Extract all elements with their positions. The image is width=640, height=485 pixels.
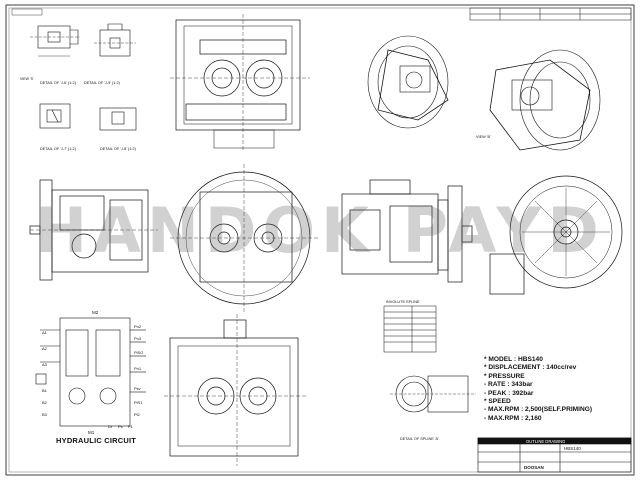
hydraulic-circuit-diagram: [35, 317, 146, 427]
detail-label-j8: DETAIL OF 'J-8' (1:2): [100, 147, 137, 151]
spec-max-rpm: - MAX.RPM : 2,160: [484, 414, 542, 422]
port-left-5: B3: [42, 412, 48, 417]
involute-spline-label: INVOLUTE SPLINE: [386, 300, 420, 304]
title-block-name: HBS140: [564, 446, 581, 451]
spec-rate: - RATE : 343bar: [484, 381, 533, 389]
port-right-3: Pn1: [134, 366, 142, 371]
port-left-0: A1: [42, 330, 48, 335]
port-right-4: Psv: [134, 386, 141, 391]
title-block-heading: OUTLINE DRAWING: [526, 439, 565, 444]
pump-front-view: [170, 164, 320, 312]
port-m1: M1: [88, 430, 95, 435]
spec-model: * MODEL : HBS140: [484, 356, 543, 363]
spec-max-rpm-self: - MAX.RPM : 2,500(SELF.PRIMING): [484, 406, 593, 414]
isometric-view-2: [489, 49, 601, 151]
view-s-label: VIEW 'S': [20, 77, 34, 81]
view-b-label: VIEW 'B': [476, 135, 491, 139]
title-block-company: DOOSAN: [524, 465, 544, 470]
detail-label-j6: DETAIL OF 'J-6' (1:2): [40, 81, 77, 85]
port-left-2: A3: [42, 362, 48, 367]
isometric-view-1: [367, 35, 449, 129]
spec-displacement: * DISPLACEMENT : 140cc/rev: [484, 364, 577, 372]
port-right-0: Pn2: [134, 324, 142, 329]
involute-spline-table: [383, 305, 437, 353]
detail-label-j7: DETAIL OF 'J-7' (1:2): [40, 147, 77, 151]
port-right-2: PiSG: [134, 350, 143, 355]
port-bottom-2: P1: [128, 424, 134, 429]
port-bottom-0: Dr: [108, 424, 113, 429]
detail-j9: [94, 23, 136, 57]
sheet-border: [5, 4, 635, 476]
pump-top-view: [170, 14, 310, 150]
detail-j7: [39, 103, 71, 129]
pump-bottom-view: [164, 314, 306, 466]
port-right-1: Pn3: [134, 336, 142, 341]
detail-label-j9: DETAIL OF 'J-9' (1:2): [84, 81, 121, 85]
detail-j8: [99, 107, 137, 131]
port-left-4: B2: [42, 400, 48, 405]
spec-speed: * SPEED: [484, 398, 511, 406]
pump-right-side-view: [341, 179, 473, 283]
spec-peak: - PEAK : 392bar: [484, 389, 534, 397]
title-block: [477, 437, 632, 473]
port-left-1: A2: [42, 346, 48, 351]
port-left-3: B1: [42, 388, 48, 393]
detail-j6: [30, 25, 80, 57]
spec-notes: * MODEL : HBS140 * DISPLACEMENT : 140cc/…: [484, 356, 634, 423]
port-m2: M2: [92, 310, 99, 315]
port-right-6: Pi2: [134, 412, 141, 417]
spec-pressure: * PRESSURE: [484, 372, 525, 380]
spline-detail-label: DETAIL OF SPLINE 'A': [400, 437, 439, 441]
pump-left-side-view: [29, 179, 158, 281]
revision-block: [469, 7, 632, 21]
port-right-5: PiS1: [134, 400, 143, 405]
spline-detail: [390, 375, 476, 413]
port-bottom-1: Ps: [118, 424, 123, 429]
hydraulic-circuit-title: HYDRAULIC CIRCUIT: [56, 436, 137, 445]
pump-rear-flange-view: [489, 175, 623, 295]
